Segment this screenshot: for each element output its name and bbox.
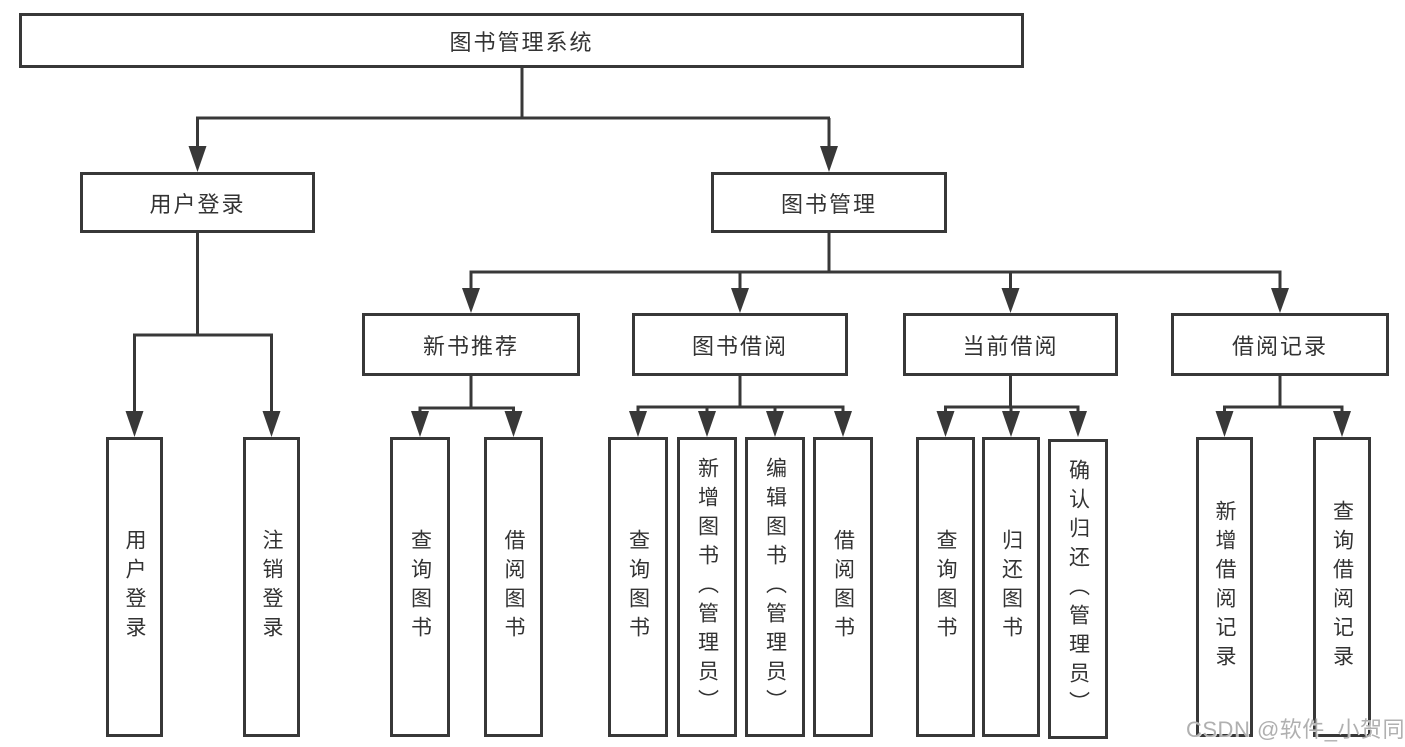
- node-current-borrow: 当前借阅: [903, 313, 1118, 376]
- connector-user-login-children: [125, 233, 281, 437]
- node-label: 图书管理系统: [449, 29, 594, 55]
- node-label: 图书借阅: [691, 333, 788, 359]
- node-borrow-books-action: 借阅图书: [813, 437, 873, 737]
- node-label: 编辑图书（管理员）: [763, 456, 787, 718]
- node-add-books-admin: 新增图书（管理员）: [677, 437, 737, 737]
- node-label: 借阅图书: [502, 529, 525, 645]
- node-label: 查询图书: [408, 529, 432, 645]
- node-label: 用户登录: [123, 529, 146, 645]
- node-label: 归还图书: [999, 529, 1023, 645]
- node-label: 借阅记录: [1231, 333, 1328, 359]
- node-label: 用户登录: [149, 191, 246, 217]
- node-query-books-recommend: 查询图书: [390, 437, 450, 737]
- node-label: 新增图书（管理员）: [695, 456, 719, 718]
- node-query-borrow-record: 查询借阅记录: [1313, 437, 1371, 737]
- connector-root-to-level2: [188, 66, 838, 172]
- node-new-book-recommend: 新书推荐: [362, 313, 580, 376]
- node-return-books: 归还图书: [982, 437, 1040, 737]
- node-label: 借阅图书: [831, 529, 855, 645]
- node-label: 确认归还（管理员）: [1066, 458, 1090, 720]
- node-label: 新书推荐: [422, 333, 519, 359]
- node-label: 新增借阅记录: [1213, 500, 1236, 674]
- node-label: 查询图书: [934, 529, 957, 645]
- node-book-management: 图书管理: [711, 172, 947, 233]
- node-edit-books-admin: 编辑图书（管理员）: [745, 437, 805, 737]
- node-user-login-action: 用户登录: [106, 437, 163, 737]
- node-label: 查询借阅记录: [1330, 500, 1354, 674]
- node-label: 查询图书: [626, 529, 650, 645]
- node-confirm-return-admin: 确认归还（管理员）: [1048, 439, 1108, 739]
- connector-borrow-records-children: [1215, 376, 1351, 437]
- node-logout-action: 注销登录: [243, 437, 300, 737]
- connector-new-book-children: [411, 376, 523, 437]
- watermark-text: CSDN @软件_小贺同学: [1186, 717, 1405, 742]
- node-query-books-current: 查询图书: [916, 437, 975, 737]
- node-query-books-borrow: 查询图书: [608, 437, 668, 737]
- node-borrow-records: 借阅记录: [1171, 313, 1389, 376]
- node-label: 注销登录: [260, 529, 283, 645]
- node-label: 图书管理: [780, 191, 877, 217]
- node-borrow-books-recommend: 借阅图书: [484, 437, 543, 737]
- node-root: 图书管理系统: [19, 13, 1024, 68]
- node-add-borrow-record: 新增借阅记录: [1196, 437, 1253, 737]
- node-label: 当前借阅: [962, 333, 1059, 359]
- connector-book-mgmt-to-level3: [462, 233, 1289, 313]
- connector-book-borrow-children: [629, 376, 852, 437]
- node-user-login: 用户登录: [80, 172, 315, 233]
- connector-current-borrow-children: [936, 376, 1087, 437]
- node-book-borrow: 图书借阅: [632, 313, 848, 376]
